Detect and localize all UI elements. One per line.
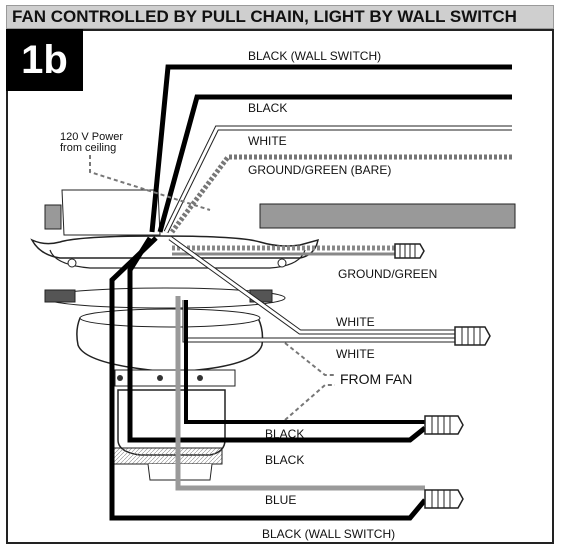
bracket-lip	[49, 249, 306, 269]
diagram-frame	[6, 29, 554, 544]
wire-blue	[175, 296, 425, 491]
label-blue: BLUE	[265, 493, 296, 507]
label-ground-bare: GROUND/GREEN (BARE)	[248, 163, 391, 177]
power-note-line2: from ceiling	[60, 142, 116, 154]
outlet-box	[61, 189, 161, 236]
label-white-top: WHITE	[248, 134, 287, 148]
diagram-title: FAN CONTROLLED BY PULL CHAIN, LIGHT BY W…	[6, 5, 554, 29]
wire-black-wall-switch-run	[109, 236, 427, 521]
screw-1	[117, 375, 123, 381]
label-white-connection-bottom: WHITE	[336, 347, 375, 361]
ceiling-junction-box-right	[259, 203, 516, 229]
step-badge: 1b	[6, 29, 83, 91]
ceiling-junction-box-left	[44, 204, 62, 230]
wire-black-wall-switch-ceiling	[149, 64, 512, 233]
screw-2	[157, 375, 163, 381]
label-black-top: BLACK	[248, 101, 287, 115]
blade-bracket-left	[44, 289, 76, 303]
motor-housing-top	[79, 308, 261, 328]
wire-white-ceiling	[164, 126, 512, 233]
label-from-fan: FROM FAN	[340, 371, 412, 387]
label-black-connection-top: BLACK	[265, 427, 304, 441]
bracket-screw-right	[277, 258, 287, 268]
wire-nut-ground-ribs	[399, 244, 416, 258]
wire-black-fan	[184, 300, 425, 424]
label-ground-green: GROUND/GREEN	[338, 267, 437, 281]
power-note-line1: 120 V Power	[60, 131, 123, 143]
label-black-wall-switch-top: BLACK (WALL SWITCH)	[248, 49, 381, 63]
from-fan-leader-bottom	[284, 384, 335, 421]
wire-white-ceiling-run	[169, 236, 455, 334]
wire-ground-ceiling	[169, 154, 512, 234]
label-black-wall-switch-bottom: BLACK (WALL SWITCH)	[262, 527, 395, 541]
wire-nut-white-ribs	[461, 327, 481, 345]
wire-nut-blue-ribs	[431, 490, 451, 508]
terminal-block	[111, 447, 223, 465]
bracket-screw-left	[67, 258, 77, 268]
wire-nut-black-ribs	[431, 416, 451, 434]
switch-housing-ring	[114, 369, 236, 387]
label-black-connection-bottom: BLACK	[265, 453, 304, 467]
wire-black-ceiling	[157, 94, 512, 233]
wire-nut-white	[454, 326, 491, 346]
from-fan-leader-top	[284, 342, 335, 376]
power-leader	[89, 155, 211, 211]
screw-3	[197, 375, 203, 381]
label-white-connection-top: WHITE	[336, 315, 375, 329]
